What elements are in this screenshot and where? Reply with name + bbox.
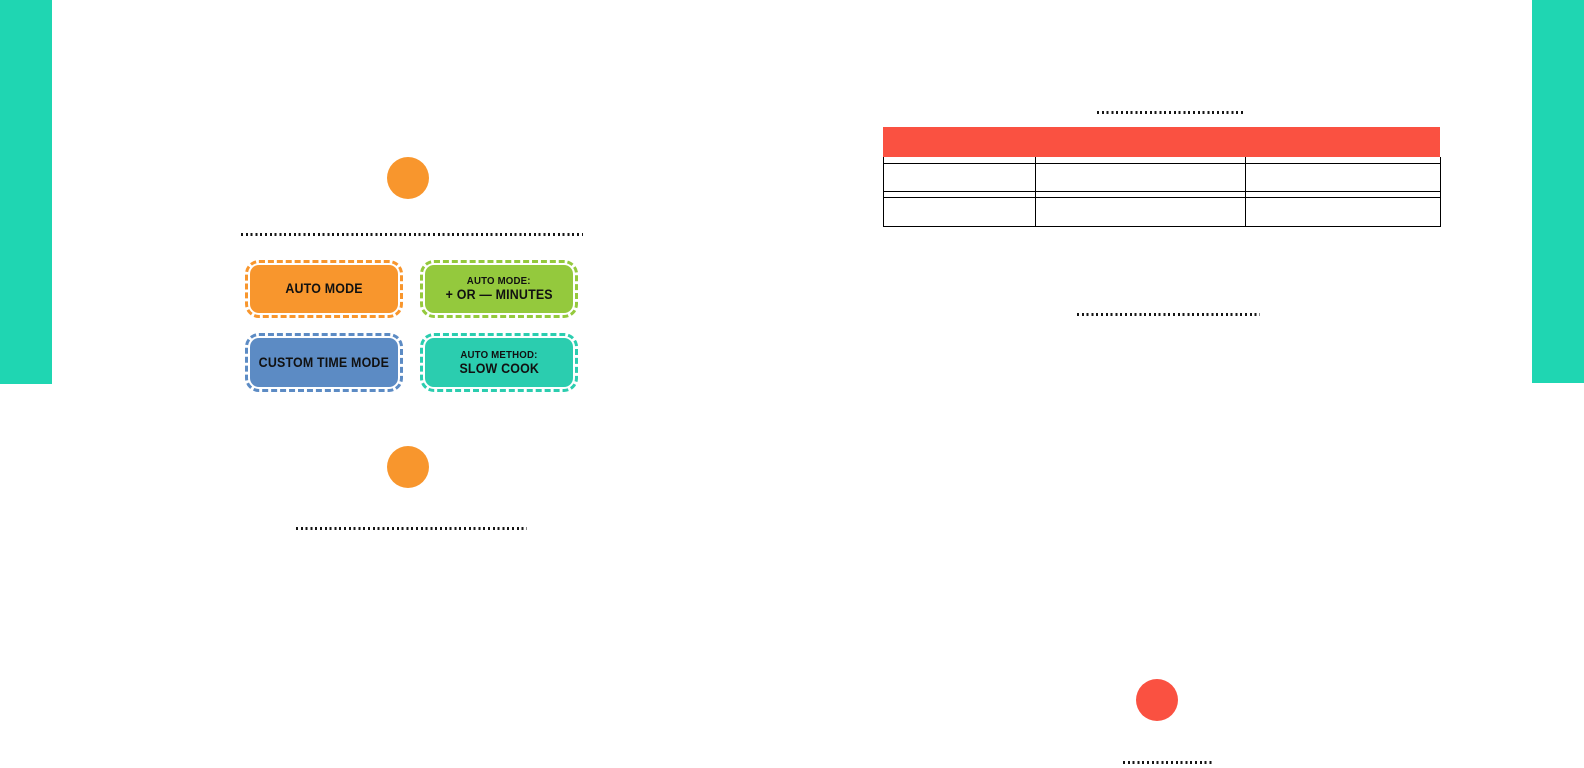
table-header-bar — [883, 127, 1440, 157]
table-cell — [1245, 163, 1441, 192]
auto-method-slow-cook-badge: AUTO METHOD: SLOW COOK — [420, 333, 578, 392]
auto-mode-minutes-badge: AUTO MODE: + OR — MINUTES — [420, 260, 578, 318]
dotted-divider-right-1 — [1097, 111, 1243, 114]
table-cell — [1035, 197, 1246, 227]
auto-mode-label: AUTO MODE — [285, 281, 363, 297]
table-row — [883, 163, 1441, 192]
step-marker-circle-3 — [1136, 679, 1178, 721]
custom-time-mode-badge: CUSTOM TIME MODE — [245, 333, 403, 392]
step-marker-circle-2 — [387, 446, 429, 488]
dotted-divider-left-1 — [241, 233, 583, 236]
dotted-divider-right-3 — [1123, 761, 1214, 764]
table-cell — [883, 197, 1036, 227]
table-cell — [1035, 163, 1246, 192]
dotted-divider-right-2 — [1077, 313, 1260, 316]
auto-mode-minutes-top-label: AUTO MODE: — [467, 275, 531, 288]
table-cell — [1245, 197, 1441, 227]
auto-method-top-label: AUTO METHOD: — [460, 348, 538, 361]
right-accent-bar — [1532, 0, 1584, 383]
left-accent-bar — [0, 0, 52, 384]
table-row — [883, 197, 1441, 227]
table-cell — [883, 163, 1036, 192]
custom-time-mode-label: CUSTOM TIME MODE — [258, 354, 390, 370]
step-marker-circle-1 — [387, 157, 429, 199]
auto-mode-minutes-label: + OR — MINUTES — [445, 287, 553, 303]
dotted-divider-left-2 — [296, 527, 527, 530]
auto-method-slow-cook-label: SLOW COOK — [459, 360, 539, 376]
settings-table — [883, 157, 1441, 227]
auto-mode-badge: AUTO MODE — [245, 260, 403, 318]
mode-badge-grid: AUTO MODE AUTO MODE: + OR — MINUTES CUST… — [245, 260, 578, 392]
